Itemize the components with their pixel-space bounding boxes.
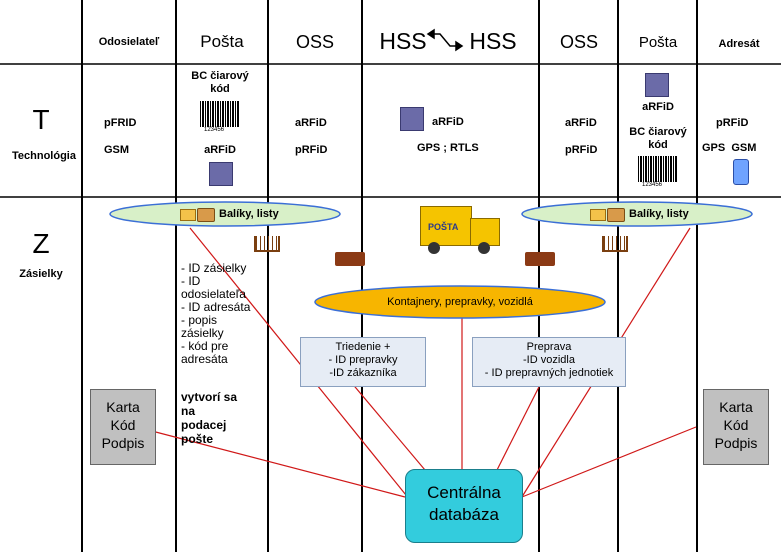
truck-label: POŠTA bbox=[428, 222, 459, 232]
row-letter-t: T bbox=[32, 104, 50, 135]
card-right: Karta Kód Podpis bbox=[703, 389, 769, 465]
parcel-icon bbox=[607, 208, 625, 222]
col-header-posta-right: Pošta bbox=[638, 34, 678, 51]
list-item: zásielky bbox=[181, 326, 224, 340]
tech-adresat-2: GPS GSM bbox=[702, 142, 757, 154]
row-letter-z: Z bbox=[32, 228, 50, 259]
tech-odosielatel-1: pFRID bbox=[104, 117, 137, 129]
envelope-icon bbox=[180, 209, 196, 221]
trolley-icon bbox=[525, 252, 555, 266]
note-line: na bbox=[181, 404, 196, 418]
ellipse-center-label: Kontajnery, prepravky, vozidlá bbox=[387, 296, 533, 308]
link-line bbox=[496, 374, 546, 471]
transport-box: Preprava -ID vozidla - ID prepravných je… bbox=[472, 337, 626, 387]
tech-posta-left-barcode-label: BC čiarový kód bbox=[191, 70, 249, 95]
col-header-oss-right: OSS bbox=[559, 32, 598, 52]
card-line: Karta bbox=[719, 399, 753, 415]
list-item: - ID zásielky bbox=[181, 261, 247, 275]
parcel-icon bbox=[197, 208, 215, 222]
barcode-icon bbox=[638, 156, 678, 182]
tech-posta-right-barcode-label: BC čiarový kód bbox=[629, 126, 687, 151]
rfid-tag-icon bbox=[209, 162, 233, 186]
card-line: Podpis bbox=[714, 435, 758, 451]
sorting-box: Triedenie + - ID prepravky -ID zákazníka bbox=[300, 337, 426, 387]
tech-hss-rfid: aRFiD bbox=[432, 116, 464, 128]
link-line bbox=[147, 429, 406, 498]
list-item: odosielateľa bbox=[181, 287, 246, 301]
note-line: vytvorí sa bbox=[181, 390, 238, 404]
wheel-icon bbox=[428, 242, 440, 254]
central-database: Centrálna databáza bbox=[405, 469, 523, 543]
tech-adresat-1: pRFiD bbox=[716, 117, 749, 129]
col-header-posta-left: Pošta bbox=[200, 32, 244, 51]
box-line: - ID prepravných jednotiek bbox=[484, 367, 614, 379]
note-line: podacej bbox=[181, 418, 227, 432]
box-line: Preprava bbox=[526, 341, 572, 353]
tech-posta-right-rfid: aRFiD bbox=[642, 101, 674, 113]
ellipse-right bbox=[521, 201, 753, 227]
posta-note: vytvorí sa na podacej pošte bbox=[181, 390, 237, 446]
col-header-hss-left: HSS bbox=[379, 28, 427, 54]
rfid-tag-icon bbox=[400, 107, 424, 131]
note-line: pošte bbox=[181, 432, 214, 446]
cart-icon bbox=[254, 236, 280, 252]
box-line: - ID prepravky bbox=[328, 354, 398, 366]
envelope-icon bbox=[590, 209, 606, 221]
tech-posta-left-rfid: aRFiD bbox=[204, 144, 236, 156]
tech-oss-left-1: aRFiD bbox=[295, 117, 327, 129]
barcode-digits: 123456 bbox=[204, 127, 225, 133]
exchange-arrows-icon bbox=[426, 28, 464, 52]
ellipse-center bbox=[314, 285, 606, 319]
card-line: Karta bbox=[106, 399, 140, 415]
ellipse-left bbox=[109, 201, 341, 227]
tech-oss-right-1: aRFiD bbox=[565, 117, 597, 129]
col-header-odosielatel: Odosielateľ bbox=[98, 36, 160, 48]
row-label-zasielky: Zásielky bbox=[19, 268, 63, 280]
barcode-icon bbox=[200, 101, 240, 127]
db-line: databáza bbox=[429, 505, 499, 524]
cart-icon bbox=[602, 236, 628, 252]
ellipse-right-label: Balíky, listy bbox=[629, 208, 689, 220]
rfid-tag-icon bbox=[645, 73, 669, 97]
tech-oss-right-2: pRFiD bbox=[565, 144, 598, 156]
barcode-digits: 123456 bbox=[642, 182, 663, 188]
col-header-adresat: Adresát bbox=[718, 38, 760, 50]
card-line: Podpis bbox=[101, 435, 145, 451]
tech-hss-gps: GPS ; RTLS bbox=[417, 142, 479, 154]
list-item: - ID bbox=[181, 274, 201, 288]
posta-id-list: - ID zásielky - ID odosielateľa - ID adr… bbox=[181, 262, 250, 366]
card-left: Karta Kód Podpis bbox=[90, 389, 156, 465]
col-header-oss-left: OSS bbox=[295, 32, 334, 52]
list-item: adresáta bbox=[181, 352, 228, 366]
phone-icon bbox=[733, 159, 749, 185]
list-item: - ID adresáta bbox=[181, 300, 251, 314]
list-item: - kód pre bbox=[181, 339, 229, 353]
db-line: Centrálna bbox=[427, 483, 501, 502]
wheel-icon bbox=[478, 242, 490, 254]
box-line: -ID zákazníka bbox=[329, 367, 397, 379]
truck-cab bbox=[470, 218, 500, 246]
ellipse-left-label: Balíky, listy bbox=[219, 208, 279, 220]
link-line bbox=[521, 426, 697, 498]
tech-odosielatel-2: GSM bbox=[104, 144, 130, 156]
card-line: Kód bbox=[723, 417, 749, 433]
col-header-hss-right: HSS bbox=[469, 28, 517, 54]
box-line: Triedenie + bbox=[335, 341, 391, 353]
link-line bbox=[344, 374, 426, 471]
card-line: Kód bbox=[110, 417, 136, 433]
row-label-technologia: Technológia bbox=[12, 150, 76, 162]
list-item: - popis bbox=[181, 313, 218, 327]
box-line: -ID vozidla bbox=[523, 354, 575, 366]
trolley-icon bbox=[335, 252, 365, 266]
tech-oss-left-2: pRFiD bbox=[295, 144, 328, 156]
